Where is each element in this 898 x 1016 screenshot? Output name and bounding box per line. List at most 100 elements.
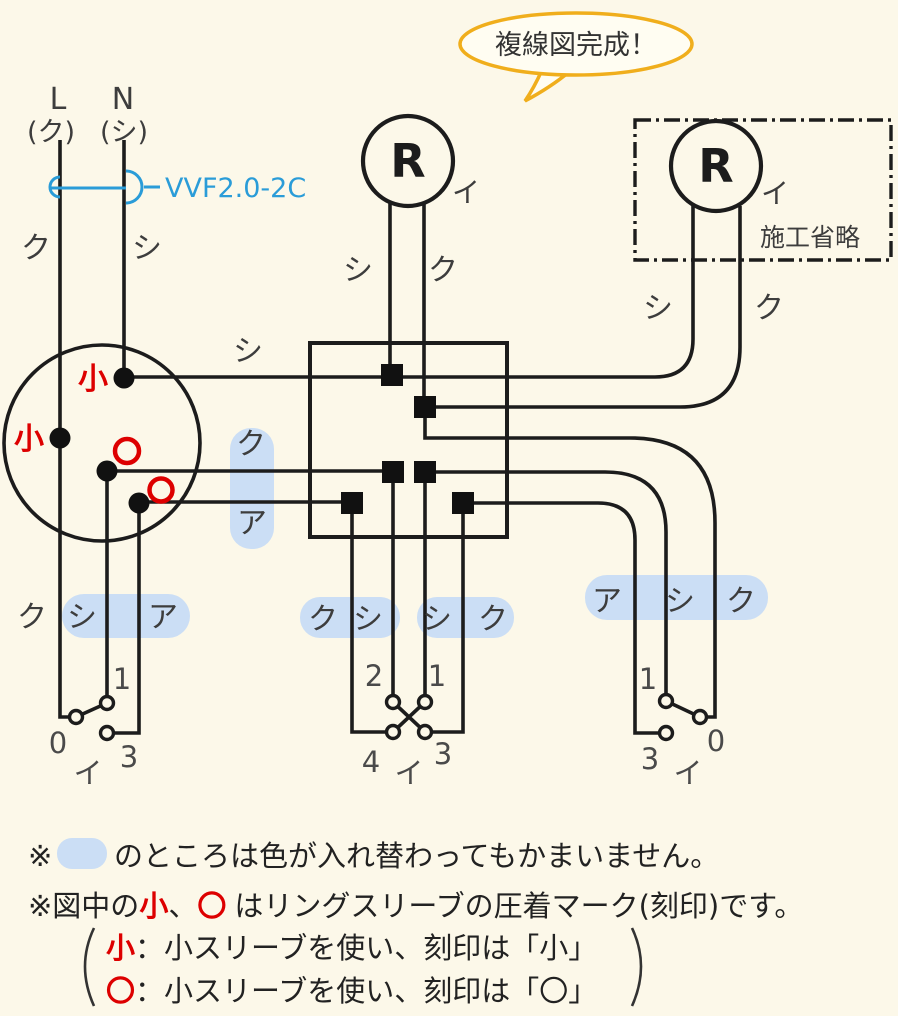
crimp-mark-small: 小 (78, 362, 108, 397)
terminal-l-label: L (50, 82, 67, 117)
terminal-number: 1 (639, 662, 657, 696)
terminal-4 (384, 723, 402, 741)
terminal-1 (416, 693, 434, 711)
note-line-1-text: のところは色が入れ替わってもかまいません。 (114, 839, 719, 873)
switch-circuit-label: イ (73, 756, 102, 790)
wire-color-label: シ (132, 231, 162, 266)
wire-color-label: シ (353, 602, 383, 637)
terminal-number: 1 (428, 659, 446, 693)
note-asterisk: ※ (28, 839, 52, 873)
wire-color-label: シ (343, 253, 373, 288)
pill-right-switch (585, 575, 768, 620)
speech-bubble: 複線図完成！ (458, 11, 694, 103)
crimp-mark-circle-icon (147, 476, 175, 504)
terminal-3 (416, 723, 434, 741)
wire-color-label: ク (428, 253, 458, 288)
terminal-l-color: (ク) (27, 117, 75, 148)
switches (67, 692, 709, 742)
terminal-2 (384, 693, 402, 711)
crimp-mark-small-ref: 小 (106, 931, 135, 965)
terminal-0 (67, 708, 85, 726)
note-text: ：小スリーブを使い、刻印は「小」 (135, 931, 597, 965)
terminal-number: 3 (641, 742, 659, 776)
wire-color-label: シ (643, 291, 673, 326)
note-text: 、 (168, 889, 197, 923)
wire-lamp-right-ku (425, 206, 742, 409)
joint-box-connections (341, 364, 474, 514)
note-line-1: ※ (28, 839, 52, 873)
note-text: はリングスリーブの圧着マーク(刻印)です。 (234, 889, 803, 923)
wire-left-switch-3 (107, 502, 141, 735)
wire-box-to-right-switch-0 (423, 414, 717, 719)
power-source: L N (ク) (シ) VVF2.0-2C ク シ (21, 82, 306, 266)
wire-color-label: ア (592, 584, 622, 619)
omitted-work-box (633, 118, 893, 262)
crimp-mark-circle-icon (112, 436, 142, 466)
wire-color-label: ク (726, 584, 756, 619)
wire-4way-t4 (350, 503, 393, 734)
terminal-1 (657, 692, 675, 710)
terminal-number: 0 (707, 724, 725, 758)
pill-mid-left (300, 597, 400, 638)
pill-circle-ku-a (230, 428, 274, 549)
bubble-body (458, 11, 694, 77)
lamp-right: R (668, 118, 764, 214)
lamp-right-circuit-label: イ (761, 177, 789, 210)
switch-circuit-label: イ (673, 756, 702, 790)
crimp-mark-circle-ref: 〇 (197, 889, 226, 923)
note-highlight-swatch (57, 838, 107, 869)
mid-switch-labels: ク シ シ ク 2 1 4 3 イ (308, 602, 508, 790)
connection-square (341, 492, 363, 514)
wire-color-label: ク (21, 231, 51, 266)
wire-4way-t3 (425, 503, 465, 734)
connection-square (381, 364, 403, 386)
terminal-number: 1 (113, 662, 131, 696)
lamp-symbol: R (698, 139, 733, 193)
connection-square (414, 461, 436, 483)
wire-neutral-main (124, 206, 695, 379)
note-line-3: 小：小スリーブを使い、刻印は「小」 (106, 931, 597, 965)
joint-box-circle (2, 343, 202, 543)
crimp-mark-small: 小 (14, 422, 44, 457)
wire-color-label: ク (17, 600, 47, 635)
crimp-mark-circle-ref: 〇 (106, 974, 135, 1008)
lamp-left: R (360, 113, 456, 209)
terminal-number: 3 (120, 740, 138, 774)
connection-square (414, 396, 436, 418)
wire-color-label: シ (665, 584, 695, 619)
switch-circuit-label: イ (394, 756, 423, 790)
circle-box-connections (49, 367, 150, 514)
wire-color-label: ア (237, 506, 267, 541)
wire-color-label: シ (233, 334, 263, 369)
wire-color-label: ク (308, 602, 338, 637)
omitted-work-label: 施工省略 (760, 223, 860, 252)
pill-mid-right (417, 597, 514, 638)
wire-color-label: シ (67, 600, 97, 635)
terminal-1 (98, 694, 116, 712)
terminal-number: 0 (49, 726, 67, 760)
joint-box-square (308, 341, 509, 539)
terminal-0 (691, 708, 709, 726)
crimp-mark-small-ref: 小 (139, 889, 168, 923)
wire-box-to-right-switch-1 (425, 470, 668, 701)
connection-dot (113, 367, 135, 389)
wires (58, 140, 742, 735)
terminal-number: 4 (362, 745, 380, 779)
cable-marker-icon (48, 169, 160, 205)
connection-dot (96, 460, 118, 482)
large-paren-right (630, 927, 643, 1007)
bubble-tail (523, 68, 574, 103)
bubble-text: 複線図完成！ (495, 30, 657, 61)
terminal-n-label: N (112, 82, 134, 117)
terminal-number: 2 (365, 659, 383, 693)
notes: ※ のところは色が入れ替わってもかまいません。 ※図中の小、〇はリングスリーブの… (28, 838, 803, 1008)
lamp-left-circuit-label: イ (452, 176, 480, 209)
wire-color-label: ク (236, 427, 266, 462)
wire-box-to-right-switch-3 (463, 501, 666, 735)
wire-color-label: ク (754, 291, 784, 326)
connection-dot (49, 427, 71, 449)
note-text: ※図中の (28, 889, 139, 923)
connection-square (452, 492, 474, 514)
